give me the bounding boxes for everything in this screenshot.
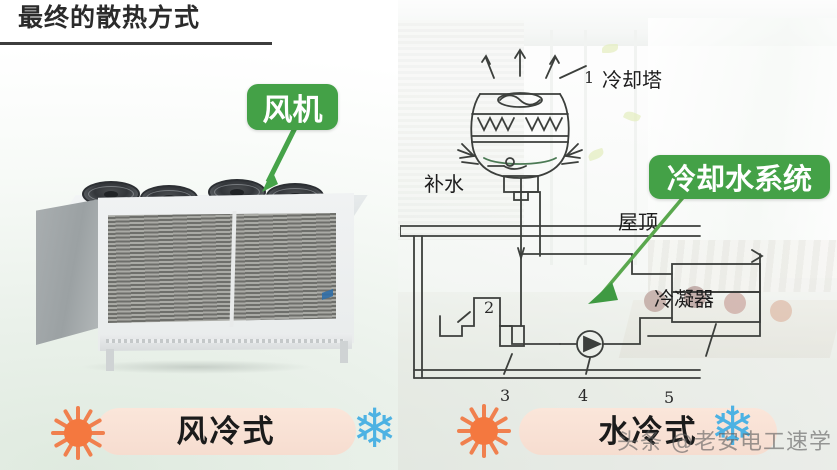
water-system-callout-label: 冷却水系统 [666,162,812,196]
label-roof: 屋顶 [618,210,658,234]
watermark: 头条 @老安电工速学 [617,430,832,455]
unit-side-panel [36,199,100,345]
callout-number-2: 2 [484,298,495,317]
air-cooled-unit-photo [26,163,371,388]
background-blinds [398,20,524,240]
background-column [634,30,637,265]
air-cooled-caption-pill [96,408,356,455]
unit-leg [340,341,348,363]
page-title: 最终的散热方式 [18,3,201,32]
callout-number-5: 5 [664,388,675,407]
unit-drop-shadow [36,359,356,375]
sun-icon [455,402,513,460]
unit-base-rail [100,333,352,351]
snowflake-icon: ❄ [352,397,398,460]
label-cooling-tower: 冷却塔 [602,68,662,92]
fan-callout-label: 风机 [262,93,323,128]
label-condenser: 冷凝器 [654,287,714,311]
background-column [584,30,587,265]
water-cooled-caption-pill [519,408,777,455]
background-column [550,30,553,265]
unit-brand-logo [322,289,333,300]
snowflake-icon: ❄ [710,395,756,458]
page-title-block: 最终的散热方式 [0,2,318,45]
fan-callout-badge[interactable]: 风机 [247,84,338,130]
background-leaf [602,44,618,53]
sun-icon [49,404,107,462]
unit-finned-coil [108,213,336,323]
water-cooled-caption-label: 水冷式 [598,414,698,450]
callout-number-1: 1 [584,68,595,87]
unit-leg [106,349,114,371]
callout-number-3: 3 [500,386,511,405]
water-cooled-schematic [400,48,764,379]
title-underline [0,42,272,45]
water-system-callout-badge[interactable]: 冷却水系统 [649,155,830,199]
air-cooled-caption-label: 风冷式 [176,414,276,450]
callout-number-4: 4 [578,386,589,405]
background-chair [724,292,746,314]
label-makeup-water: 补水 [424,172,464,196]
background-chair [770,300,792,322]
